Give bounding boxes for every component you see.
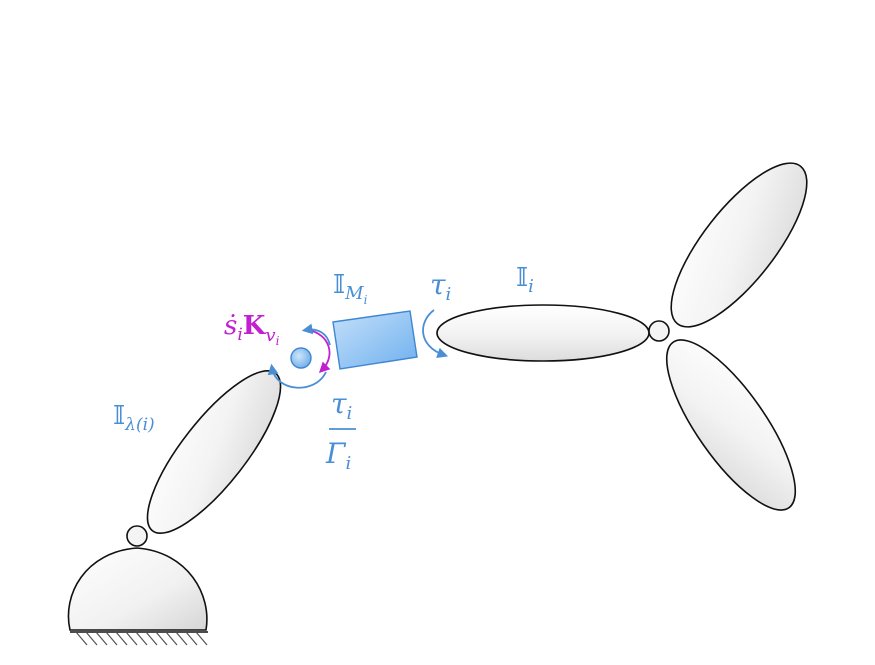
rotor-torque-arrow [267,363,327,389]
child-torque-arrow [422,309,449,358]
damping-label: ṡiKvi [224,311,280,348]
base-dome [67,547,208,631]
damping-arrow [307,329,331,374]
child-link-label: 𝕀i [516,263,534,297]
rotor-circle [290,347,312,369]
rotor-torque-arrow-top [301,323,331,346]
fraction-denominator: Γi [325,437,351,474]
torque-top-label: τi [430,268,451,305]
upper-branch-link [670,162,808,328]
lower-branch-link [665,339,797,511]
child-link [436,304,650,362]
motor-label: 𝕀Mi [333,270,368,307]
motor-box [332,310,418,370]
branch-joint [648,320,670,342]
parent-link-label: 𝕀λ(i) [113,401,155,435]
parent-link [146,369,282,535]
gear-ratio-fraction: τi Γi [325,387,356,474]
base-joint [126,525,148,547]
ground-hatching [70,631,208,646]
fraction-numerator: τi [331,387,352,424]
